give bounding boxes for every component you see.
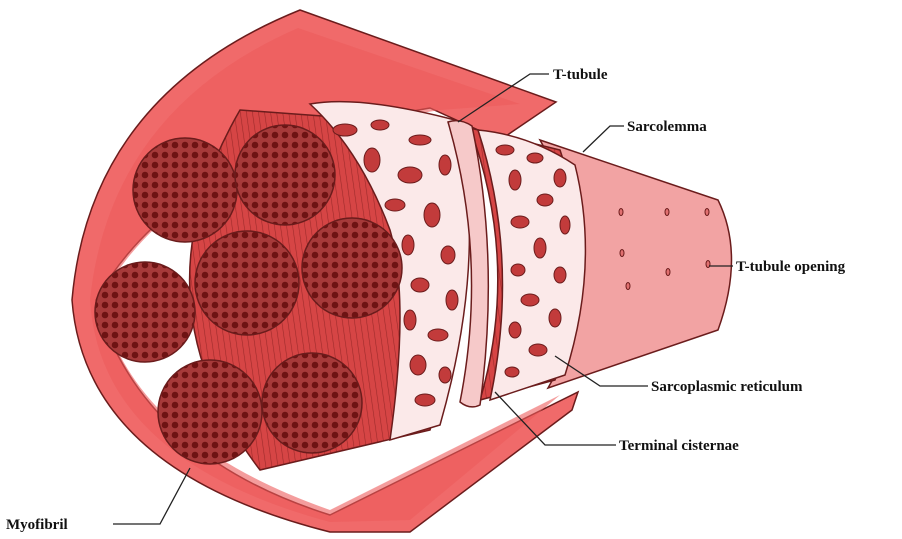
label-t-tubule: T-tubule bbox=[553, 67, 608, 83]
myofibril-cross-section bbox=[235, 125, 335, 225]
myofibril-cross-section bbox=[158, 360, 262, 464]
myofibril-cross-section bbox=[133, 138, 237, 242]
myofibril-cross-section bbox=[195, 231, 299, 335]
myofibril-cross-section bbox=[302, 218, 402, 318]
myofibril-cross-section bbox=[95, 262, 195, 362]
label-terminal-cisternae: Terminal cisternae bbox=[619, 438, 739, 454]
label-t-tubule-opening: T-tubule opening bbox=[736, 259, 846, 275]
label-myofibril: Myofibril bbox=[6, 517, 68, 533]
label-sarcolemma: Sarcolemma bbox=[627, 119, 707, 135]
label-sarcoplasmic-reticulum: Sarcoplasmic reticulum bbox=[651, 379, 803, 395]
myofibril-cross-section bbox=[262, 353, 362, 453]
